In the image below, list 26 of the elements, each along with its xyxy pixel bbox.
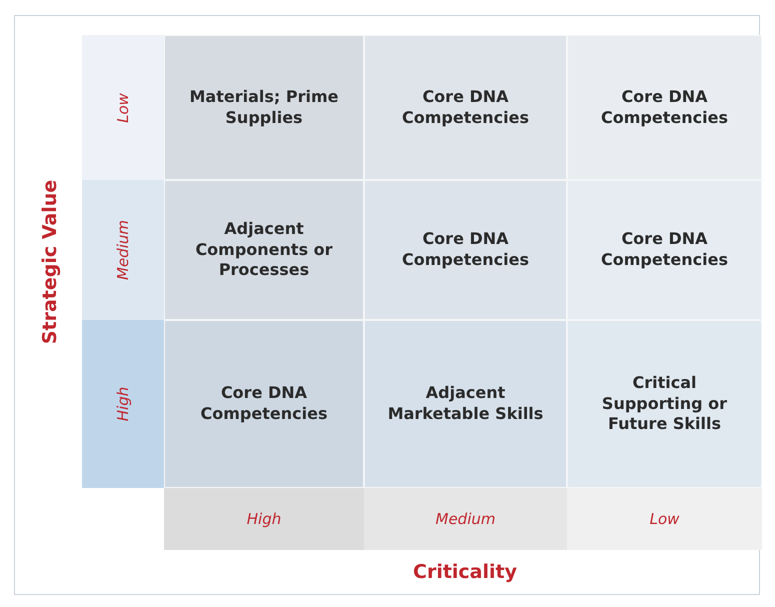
matrix-cell (164, 320, 364, 488)
matrix-cell (364, 35, 567, 180)
column-header: High (246, 510, 282, 528)
cell-text: Adjacent Marketable Skills (386, 383, 544, 425)
column-header: Medium (436, 510, 496, 528)
cell-text: Critical Supporting or Future Skills (600, 372, 728, 436)
cell-text: Core DNA Competencies (600, 229, 729, 271)
row-header: Medium (114, 220, 132, 280)
matrix-cell (164, 180, 364, 320)
matrix-cell (567, 35, 762, 180)
row-header: High (114, 386, 132, 422)
cell-text: Core DNA Competencies (200, 383, 328, 425)
column-header: Low (650, 510, 680, 528)
matrix-cell (567, 180, 762, 320)
matrix-cell (164, 35, 364, 180)
cell-text: Adjacent Components or Processes (194, 218, 334, 282)
cell-text: Core DNA Competencies (600, 86, 729, 128)
matrix-cell (364, 320, 567, 488)
cell-text: Materials; Prime Supplies (188, 86, 340, 128)
x-axis-title: Criticality (413, 561, 517, 583)
cell-text: Core DNA Competencies (401, 229, 530, 271)
y-axis-title: Strategic Value (39, 180, 61, 344)
row-header: Low (114, 92, 132, 122)
cell-text: Core DNA Competencies (401, 86, 530, 128)
matrix-cell (567, 320, 762, 488)
matrix-cell (364, 180, 567, 320)
